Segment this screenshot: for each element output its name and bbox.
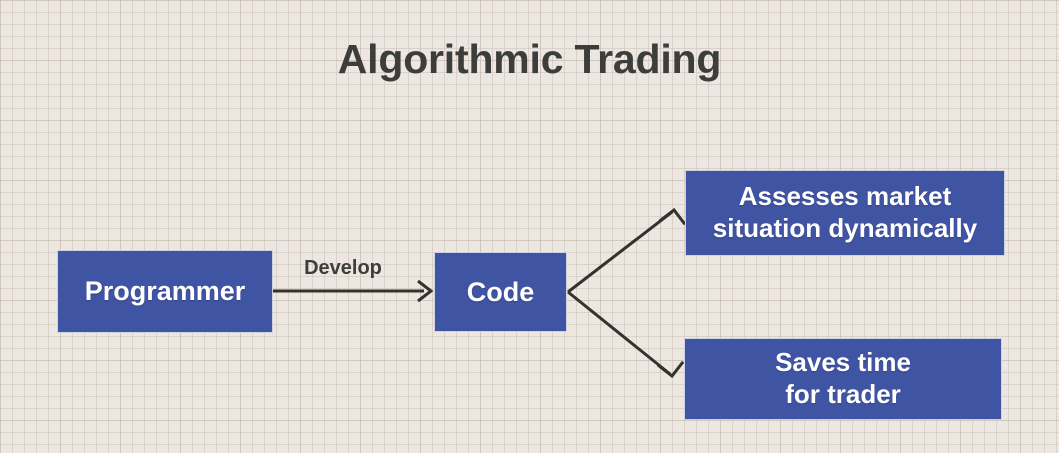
node-saves-label: Saves time for trader bbox=[775, 347, 911, 410]
node-programmer[interactable]: Programmer bbox=[57, 250, 273, 333]
edge-label-develop: Develop bbox=[304, 257, 382, 279]
node-assesses-label-line2: situation dynamically bbox=[712, 213, 978, 243]
node-code[interactable]: Code bbox=[434, 252, 567, 332]
node-assesses-market-situation[interactable]: Assesses market situation dynamically bbox=[685, 170, 1005, 256]
node-saves-label-line2: for trader bbox=[785, 379, 901, 409]
node-assesses-label-line1: Assesses market bbox=[738, 181, 952, 212]
edge-code-to-assesses bbox=[567, 207, 687, 294]
node-saves-time-for-trader[interactable]: Saves time for trader bbox=[684, 338, 1002, 420]
node-programmer-label: Programmer bbox=[84, 276, 246, 307]
node-code-label: Code bbox=[466, 276, 535, 307]
node-assesses-label: Assesses market situation dynamically bbox=[713, 181, 977, 244]
edge-develop bbox=[272, 279, 434, 303]
node-saves-label-line1: Saves time bbox=[775, 347, 911, 378]
page-title: Algorithmic Trading bbox=[337, 36, 722, 82]
edge-code-to-saves bbox=[567, 290, 685, 379]
